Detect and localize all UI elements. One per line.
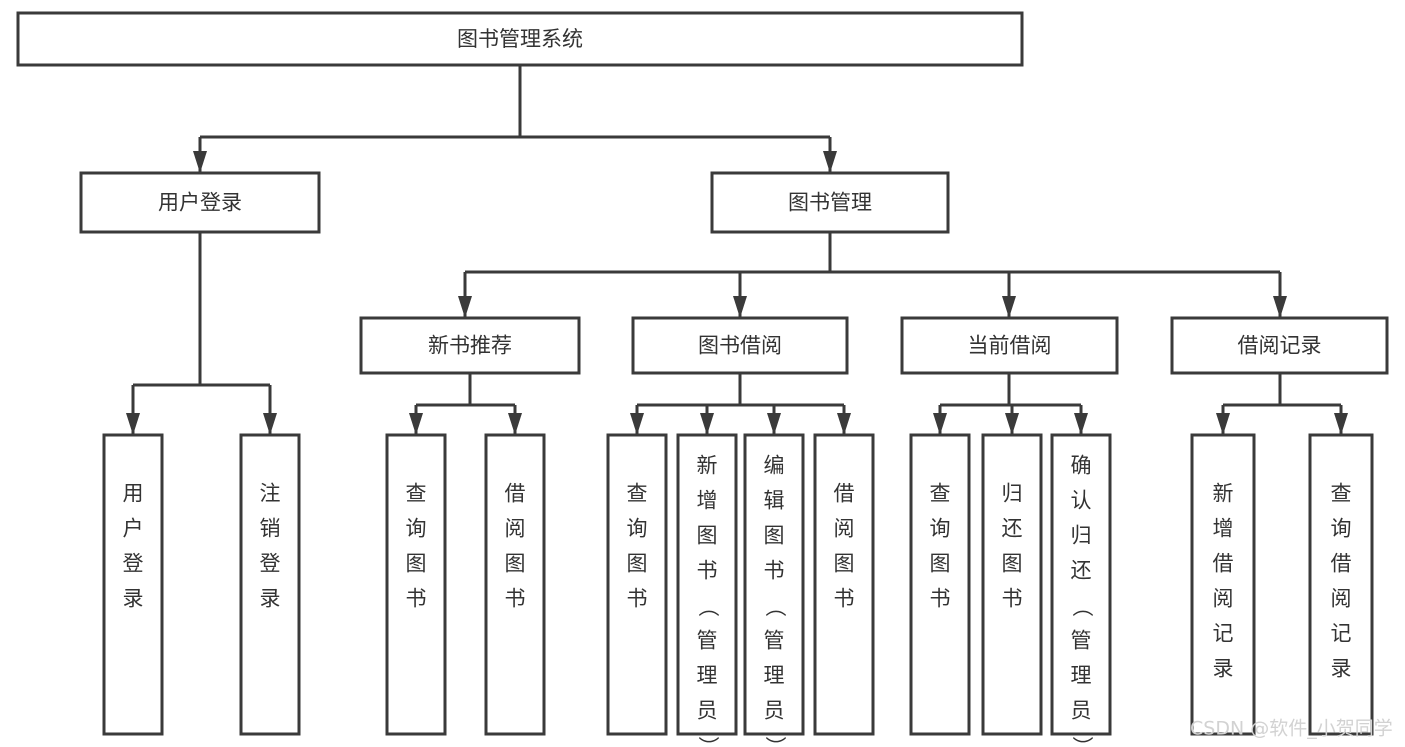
node-label-paren: ） [763,736,787,747]
arrow-to-leaf-add-book [700,413,714,435]
node-leaf-borrow-book-rec[interactable]: 借阅图书 [484,433,546,736]
node-leaf-edit-book[interactable]: 编辑图书 管理员 （ ） [743,433,805,747]
arrow-to-leaf-query-record [1334,413,1348,435]
node-book-borrow[interactable]: 图书借阅 [631,316,849,375]
node-leaf-user-login[interactable]: 用户登录 [102,433,164,736]
arrow-to-leaf-query-book-rec [409,413,423,435]
arrow-to-leaf-return-book [1005,413,1019,435]
node-leaf-query-book-borrow[interactable]: 查询图书 [606,433,668,736]
node-box[interactable] [1050,433,1112,736]
node-label: 用户登录 [158,191,242,215]
node-label: 归还图书 [1002,482,1023,611]
connector-layer [126,65,1348,435]
node-label: 用户登录 [123,482,144,611]
node-leaf-borrow-book[interactable]: 借阅图书 [813,433,875,736]
node-box[interactable] [1170,316,1389,375]
node-root[interactable]: 图书管理系统 [16,11,1024,67]
node-box[interactable] [359,316,581,375]
node-box[interactable] [710,171,950,234]
node-new-book-rec[interactable]: 新书推荐 [359,316,581,375]
node-box[interactable] [743,433,805,736]
node-label: 图书管理 [788,191,872,215]
arrow-to-current-borrow [1002,296,1016,318]
arrow-to-leaf-edit-book [767,413,781,435]
node-current-borrow[interactable]: 当前借阅 [900,316,1119,375]
node-box[interactable] [102,433,164,736]
arrow-to-user-login [193,151,207,173]
node-box[interactable] [79,171,321,234]
node-leaf-logout[interactable]: 注销登录 [239,433,301,736]
node-leaf-add-record[interactable]: 新增借阅记录 [1190,433,1256,736]
arrow-to-leaf-borrow-book-rec [508,413,522,435]
node-label: 新书推荐 [428,334,512,358]
node-label: 查询图书 [930,482,951,611]
node-book-manage[interactable]: 图书管理 [710,171,950,234]
node-box[interactable] [813,433,875,736]
node-leaf-add-book[interactable]: 新增图书 管理员 （ ） [676,433,738,747]
arrow-to-leaf-logout [263,413,277,435]
node-label: 注销登录 [260,482,281,611]
arrow-to-new-book-rec [458,296,472,318]
node-box[interactable] [1308,433,1374,736]
node-label-paren: （ [1070,596,1094,617]
arrow-to-book-manage [823,151,837,173]
node-label-paren: （ [696,596,720,617]
node-label: 借阅记录 [1238,334,1322,358]
node-leaf-query-book-current[interactable]: 查询图书 [909,433,971,736]
node-box[interactable] [900,316,1119,375]
node-label: 图书借阅 [698,334,782,358]
node-label: 查询图书 [406,482,427,611]
node-box[interactable] [676,433,738,736]
node-label: 借阅图书 [505,482,526,611]
node-label: 新增图书 管理员 [697,454,718,723]
node-leaf-query-record[interactable]: 查询借阅记录 [1308,433,1374,736]
csdn-watermark: CSDN @软件_小贺同学 [1190,718,1393,740]
node-box[interactable] [909,433,971,736]
node-box[interactable] [484,433,546,736]
node-box[interactable] [631,316,849,375]
node-label: 新增借阅记录 [1213,482,1234,681]
node-box[interactable] [1190,433,1256,736]
node-label: 查询图书 [627,482,648,611]
arrow-to-leaf-query-book-borrow [630,413,644,435]
node-borrow-record[interactable]: 借阅记录 [1170,316,1389,375]
node-label: 查询借阅记录 [1331,482,1352,681]
arrow-to-leaf-borrow-book [837,413,851,435]
node-label-paren: （ [763,596,787,617]
node-label: 图书管理系统 [457,27,583,51]
arrow-to-leaf-user-login [126,413,140,435]
node-box[interactable] [981,433,1043,736]
node-label: 编辑图书 管理员 [764,454,785,723]
arrow-to-book-borrow [733,296,747,318]
node-layer: 图书管理系统用户登录图书管理新书推荐图书借阅当前借阅借阅记录用户登录注销登录查询… [16,11,1389,747]
node-leaf-confirm-return[interactable]: 确认归还 管理员 （ ） [1050,433,1112,747]
node-box[interactable] [239,433,301,736]
node-label: 借阅图书 [834,482,855,611]
arrow-to-borrow-record [1273,296,1287,318]
node-leaf-return-book[interactable]: 归还图书 [981,433,1043,736]
node-user-login[interactable]: 用户登录 [79,171,321,234]
node-label: 确认归还 管理员 [1071,454,1092,723]
node-box[interactable] [385,433,447,736]
node-label: 当前借阅 [968,334,1052,358]
arrow-to-leaf-query-book-current [933,413,947,435]
watermark-layer: CSDN @软件_小贺同学 [1190,718,1393,740]
node-box[interactable] [16,11,1024,67]
node-label-paren: ） [1070,736,1094,747]
arrow-to-leaf-add-record [1216,413,1230,435]
arrow-to-leaf-confirm-return [1074,413,1088,435]
node-box[interactable] [606,433,668,736]
node-label-paren: ） [696,736,720,747]
node-leaf-query-book-rec[interactable]: 查询图书 [385,433,447,736]
